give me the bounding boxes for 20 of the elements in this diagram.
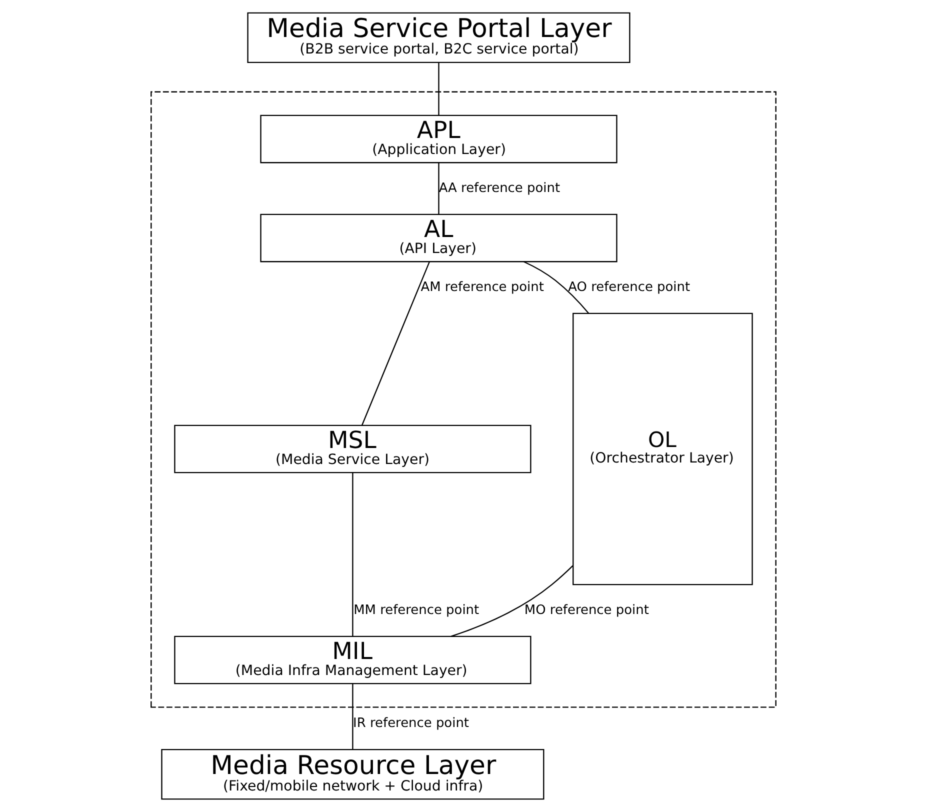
connector — [362, 262, 430, 426]
node-box: Media Service Portal Layer (B2B service portal, B2C service portal) — [247, 12, 630, 63]
connector — [438, 162, 440, 214]
edge-label: MM reference point — [354, 602, 480, 618]
edge-label: IR reference point — [353, 716, 470, 731]
connector — [352, 472, 354, 636]
node-box: MIL (Media Infra Management Layer) — [174, 636, 532, 684]
edge-label: AO reference point — [568, 280, 690, 295]
node-box: APL (Application Layer) — [260, 114, 618, 164]
connector — [450, 565, 574, 637]
connector — [524, 261, 590, 314]
cluster — [150, 91, 776, 708]
edge-label: MO reference point — [524, 602, 649, 618]
connector — [352, 684, 354, 750]
node-box: MSL (Media Service Layer) — [174, 424, 532, 474]
node-box: AL (API Layer) — [260, 214, 618, 262]
node-box: Media Resource Layer (Fixed/mobile network + Cloud infra) — [161, 749, 544, 800]
connector — [438, 62, 440, 116]
node-box: OL (Orchestrator Layer) — [572, 312, 753, 586]
edge-label: AM reference point — [420, 280, 544, 295]
